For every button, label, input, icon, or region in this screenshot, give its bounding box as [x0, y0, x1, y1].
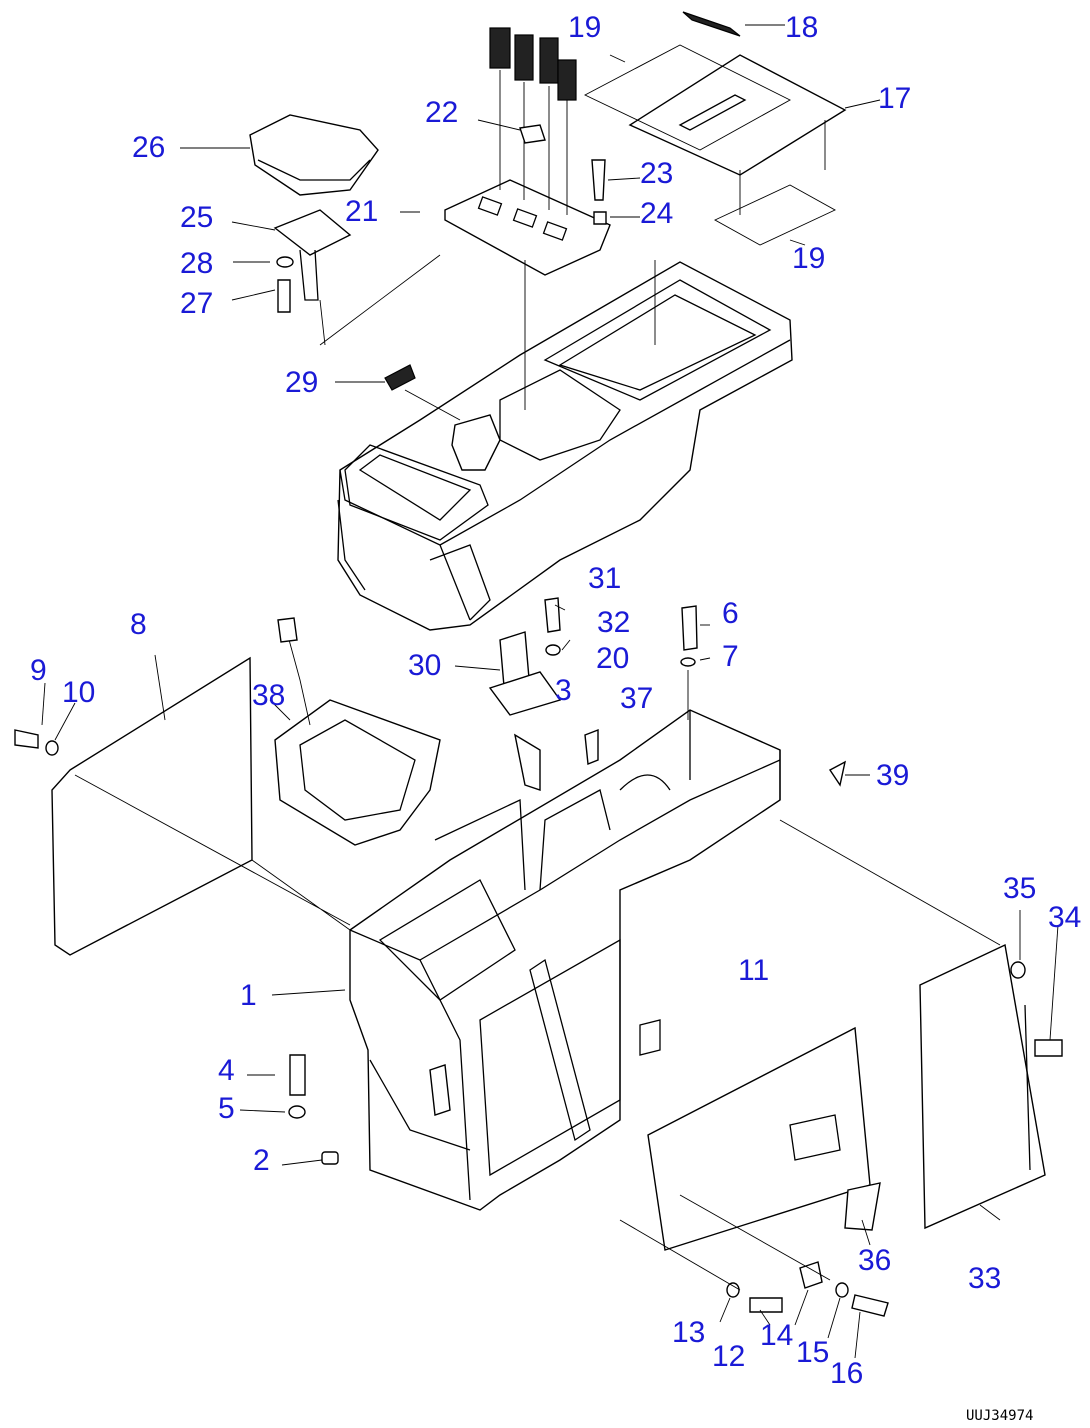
leader-lines: [41, 24, 1059, 1359]
callout-5: 5: [218, 1092, 235, 1125]
callout-17: 17: [878, 82, 911, 115]
callout-28: 28: [180, 247, 213, 280]
hardware-middle: [488, 597, 1001, 946]
callout-33: 33: [968, 1262, 1001, 1295]
callout-19-top: 19: [568, 11, 601, 44]
side-panels: [619, 943, 1063, 1317]
callout-22: 22: [425, 96, 458, 129]
callout-16: 16: [830, 1357, 863, 1390]
callout-8: 8: [130, 608, 147, 641]
side-plate-left: [14, 656, 351, 956]
callout-labels: 1 2 3 4 5 6 7 8 9 10 11 12 13 14 15 16 1…: [30, 11, 1081, 1390]
callout-21: 21: [345, 195, 378, 228]
callout-39: 39: [876, 759, 909, 792]
callout-10: 10: [62, 676, 95, 709]
callout-26: 26: [132, 131, 165, 164]
callout-31: 31: [588, 562, 621, 595]
callout-32: 32: [597, 606, 630, 639]
callout-25: 25: [180, 201, 213, 234]
drawing-code: UUJ34974: [966, 1408, 1033, 1424]
armrest: [249, 114, 441, 346]
callout-19-bottom: 19: [792, 242, 825, 275]
callout-37: 37: [620, 682, 653, 715]
callout-15: 15: [796, 1336, 829, 1369]
callout-6: 6: [722, 597, 739, 630]
callout-9: 9: [30, 654, 47, 687]
callout-27: 27: [180, 287, 213, 320]
callout-18: 18: [785, 11, 818, 44]
hardware-top: [384, 159, 607, 421]
callout-4: 4: [218, 1054, 235, 1087]
callout-11: 11: [738, 954, 769, 987]
callout-36: 36: [858, 1244, 891, 1277]
callout-38: 38: [252, 679, 285, 712]
callout-29: 29: [285, 366, 318, 399]
callout-20: 20: [596, 642, 629, 675]
callout-7: 7: [722, 640, 739, 673]
callout-35: 35: [1003, 872, 1036, 905]
callout-13: 13: [672, 1316, 705, 1349]
callout-3: 3: [555, 674, 572, 707]
callout-14: 14: [760, 1319, 793, 1352]
console-cover: [337, 261, 793, 631]
callout-23: 23: [640, 157, 673, 190]
callout-30: 30: [408, 649, 441, 682]
callout-34: 34: [1048, 901, 1081, 934]
switch-plate: [444, 27, 611, 410]
callout-1: 1: [240, 979, 257, 1012]
top-covers: [583, 11, 847, 345]
main-frame: [349, 709, 781, 1211]
callout-24: 24: [640, 197, 673, 230]
callout-2: 2: [253, 1144, 270, 1177]
hardware-lower: [288, 1054, 339, 1165]
callout-12: 12: [712, 1340, 745, 1373]
bracket-38: [274, 617, 441, 846]
